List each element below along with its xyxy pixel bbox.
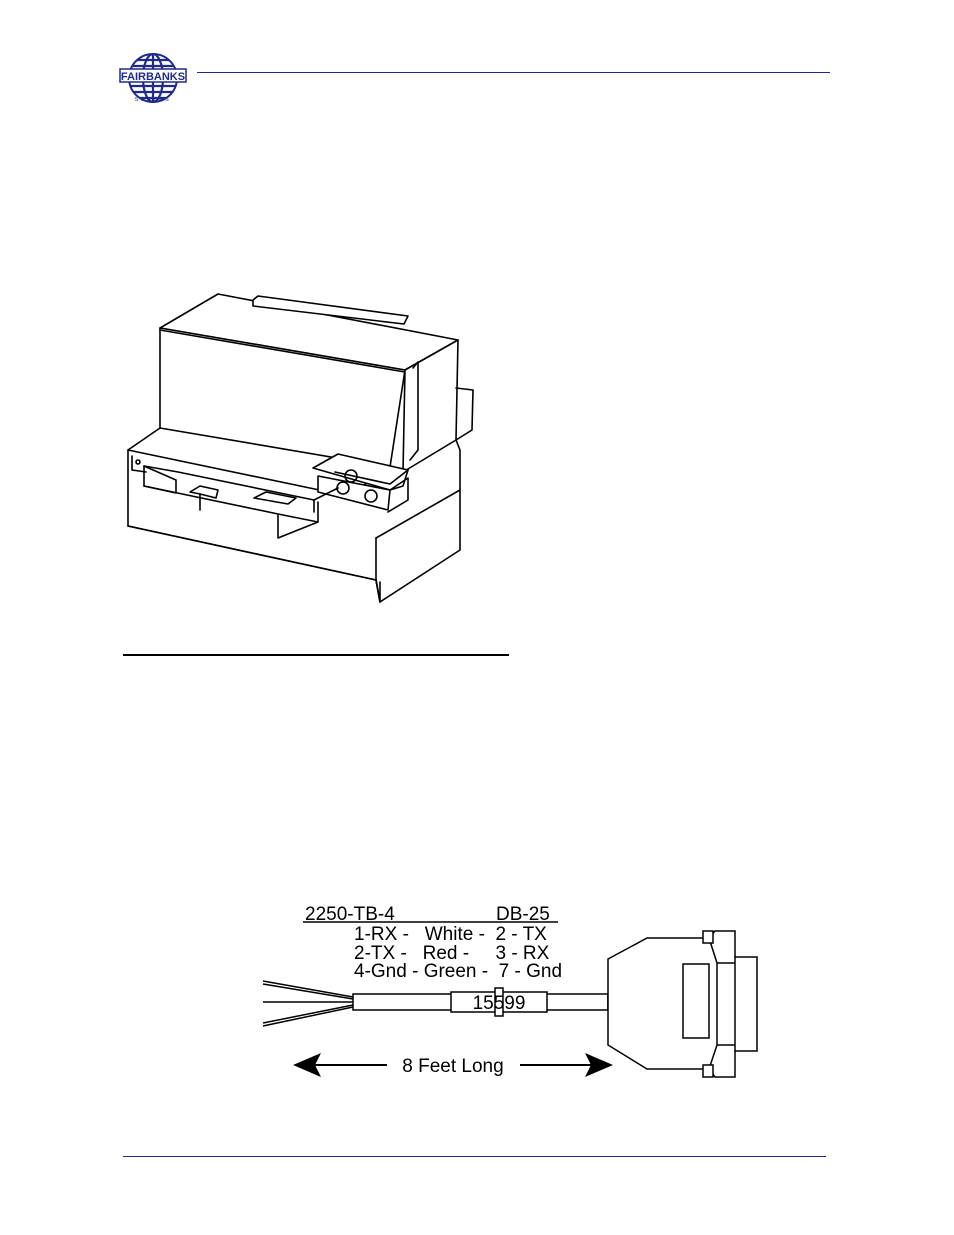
header-2250-tb-4: 2250-TB-4 (305, 904, 395, 925)
logo-sub: SCALES (135, 97, 172, 103)
footer-rule (123, 1156, 826, 1157)
section-divider (123, 654, 509, 656)
pin-row-2: 2-TX - Red - 3 - RX (354, 943, 550, 964)
cable-tag-label: 15599 (473, 993, 526, 1014)
pin-row-1: 1-RX - White - 2 - TX (354, 924, 547, 945)
pin-row-3: 4-Gnd - Green - 7 - Gnd (354, 961, 562, 982)
length-label: 8 Feet Long (402, 1056, 503, 1077)
logo-name: FAIRBANKS (121, 71, 185, 83)
header-rule (197, 72, 830, 73)
double-arrow-icon (293, 1053, 613, 1077)
printer-illustration (127, 293, 474, 603)
fairbanks-logo: FAIRBANKS SCALES (119, 53, 187, 103)
cable-diagram: 2250-TB-4 DB-25 1-RX - White - 2 - TX 2-… (262, 904, 758, 1078)
header-db-25: DB-25 (496, 904, 550, 925)
